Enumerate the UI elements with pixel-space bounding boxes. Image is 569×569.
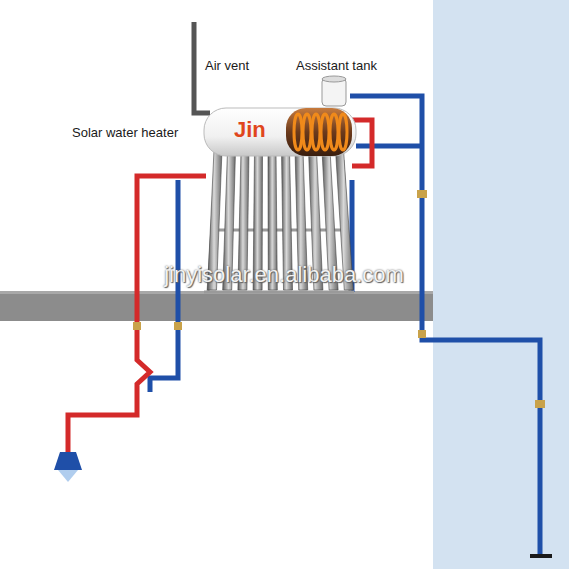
watermark: jinyisolar.en.alibaba.com xyxy=(164,262,404,288)
heating-coil xyxy=(339,114,347,150)
part-label: Assistant tank xyxy=(296,58,377,74)
brand-logo: Jin xyxy=(234,117,266,143)
part-label: Solar water heater xyxy=(72,125,178,141)
heating-coil xyxy=(330,114,338,150)
heating-coil xyxy=(303,114,311,150)
part-label: Air vent xyxy=(205,58,249,74)
heating-coil xyxy=(321,114,329,150)
heating-coil xyxy=(294,114,302,150)
heating-coil xyxy=(312,114,320,150)
